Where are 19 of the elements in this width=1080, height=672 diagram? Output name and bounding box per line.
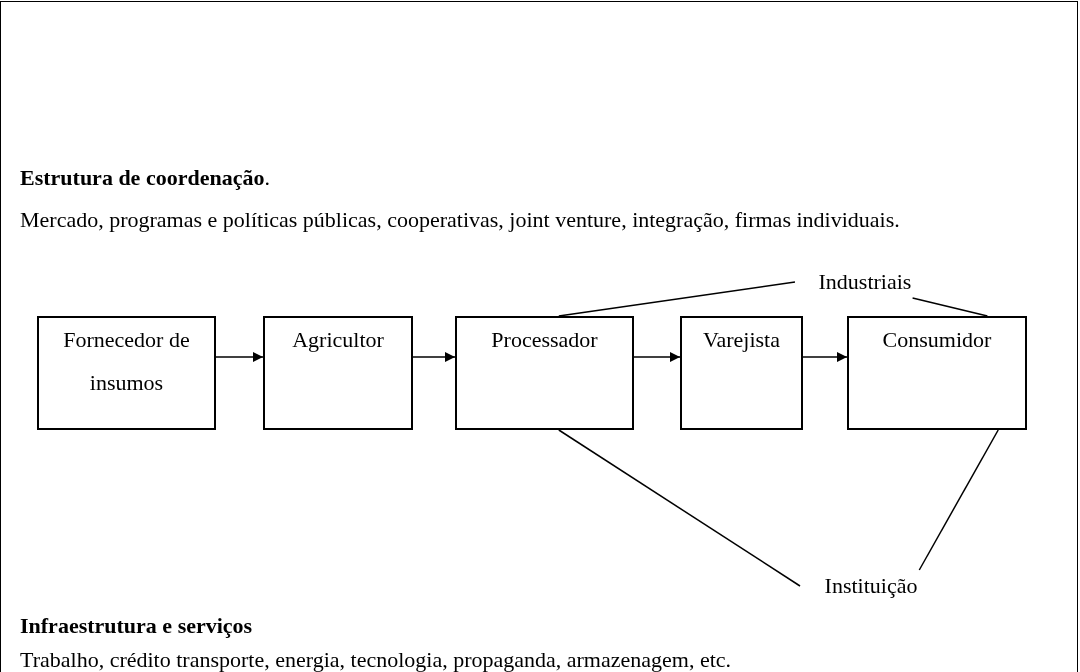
paragraph: Mercado, programas e políticas públicas, cooperativas, joint venture, integração, firmas individuais.	[20, 206, 901, 234]
process-box: Fornecedor de insumos	[37, 316, 216, 430]
paragraph: Trabalho, crédito transporte, energia, tecnologia, propaganda, armazenagem, etc.	[20, 646, 733, 672]
process-box: Varejista	[680, 316, 803, 430]
paragraph: Estrutura de coordenação.	[20, 164, 271, 192]
arrow	[633, 351, 681, 363]
process-box: Processador	[455, 316, 634, 430]
process-box: Agricultor	[263, 316, 413, 430]
connector-line	[911, 297, 989, 317]
process-box: Consumidor	[847, 316, 1027, 430]
connector-line	[558, 281, 796, 317]
arrow	[802, 351, 848, 363]
arrow	[215, 351, 264, 363]
connector-line	[918, 429, 999, 571]
arrow	[412, 351, 456, 363]
section-heading: Infraestrutura e serviços	[20, 612, 254, 640]
node-label: Instituição	[800, 570, 942, 602]
connector-line	[558, 429, 801, 587]
node-label: Industriais	[795, 266, 935, 298]
